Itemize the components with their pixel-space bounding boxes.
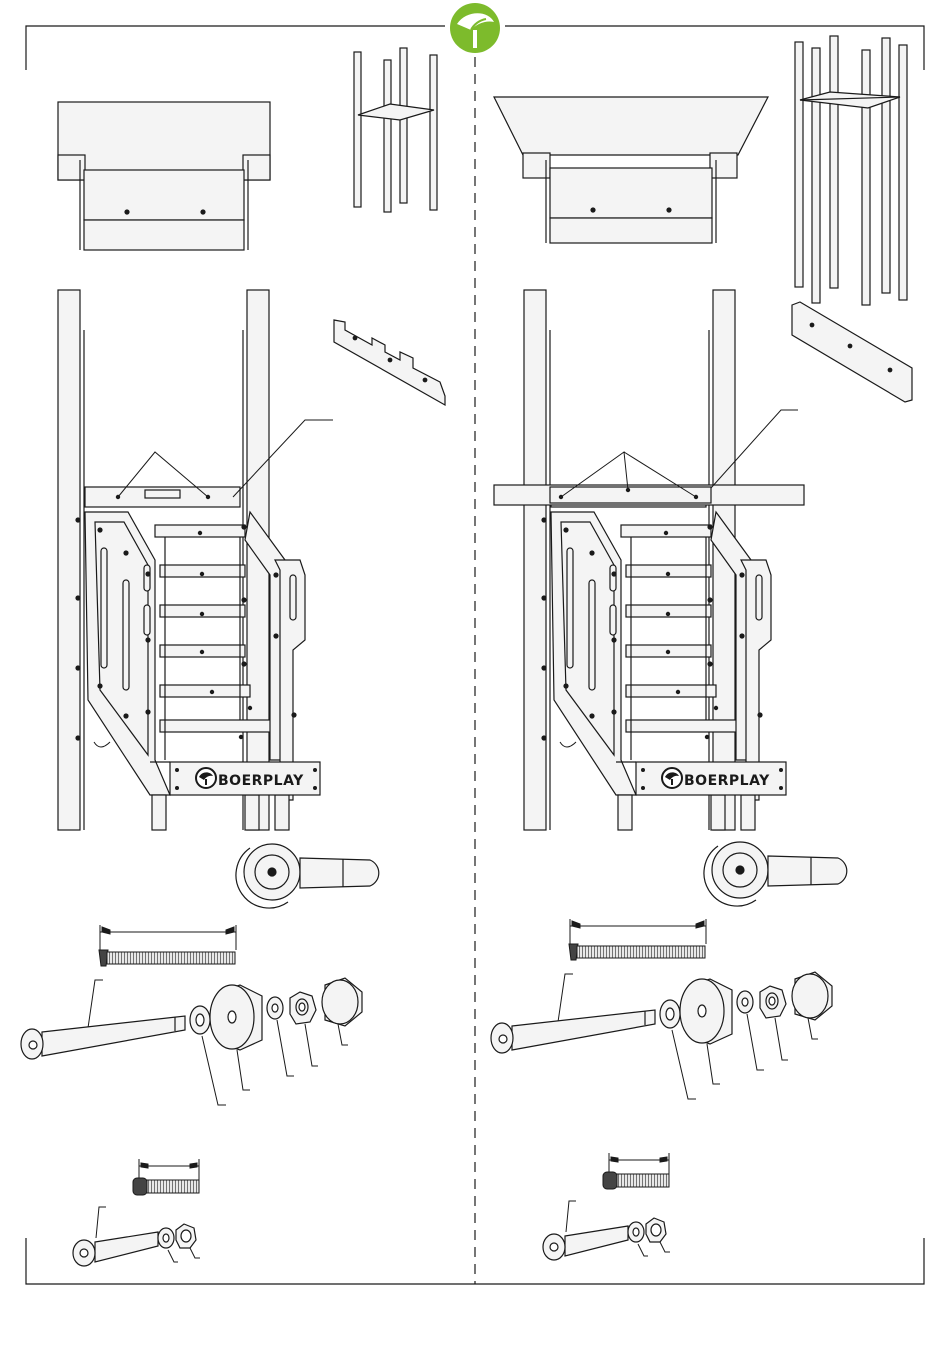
- tool-detail-left: [236, 844, 379, 908]
- post-bundle-large: [795, 36, 907, 305]
- tool-detail-right: [704, 842, 847, 906]
- right-panel: BOERPLAY: [491, 36, 912, 1260]
- hardware-kit-left: [21, 925, 362, 1266]
- post-bundle-small: [354, 48, 437, 212]
- left-panel: BOERPLAY: [21, 48, 445, 1266]
- stair-assembly-right: BOERPLAY: [494, 290, 804, 830]
- top-view-wide: [494, 97, 768, 243]
- flat-rail: [792, 302, 912, 402]
- notched-rail: [334, 320, 445, 405]
- boerplay-plate-text: BOERPLAY: [684, 773, 770, 789]
- boerplay-plate-text: BOERPLAY: [218, 773, 304, 789]
- top-view-narrow: [58, 102, 270, 250]
- stair-assembly-left: BOERPLAY: [58, 290, 333, 830]
- hardware-kit-right: [491, 919, 832, 1260]
- boerplay-leaf-logo: [450, 3, 500, 53]
